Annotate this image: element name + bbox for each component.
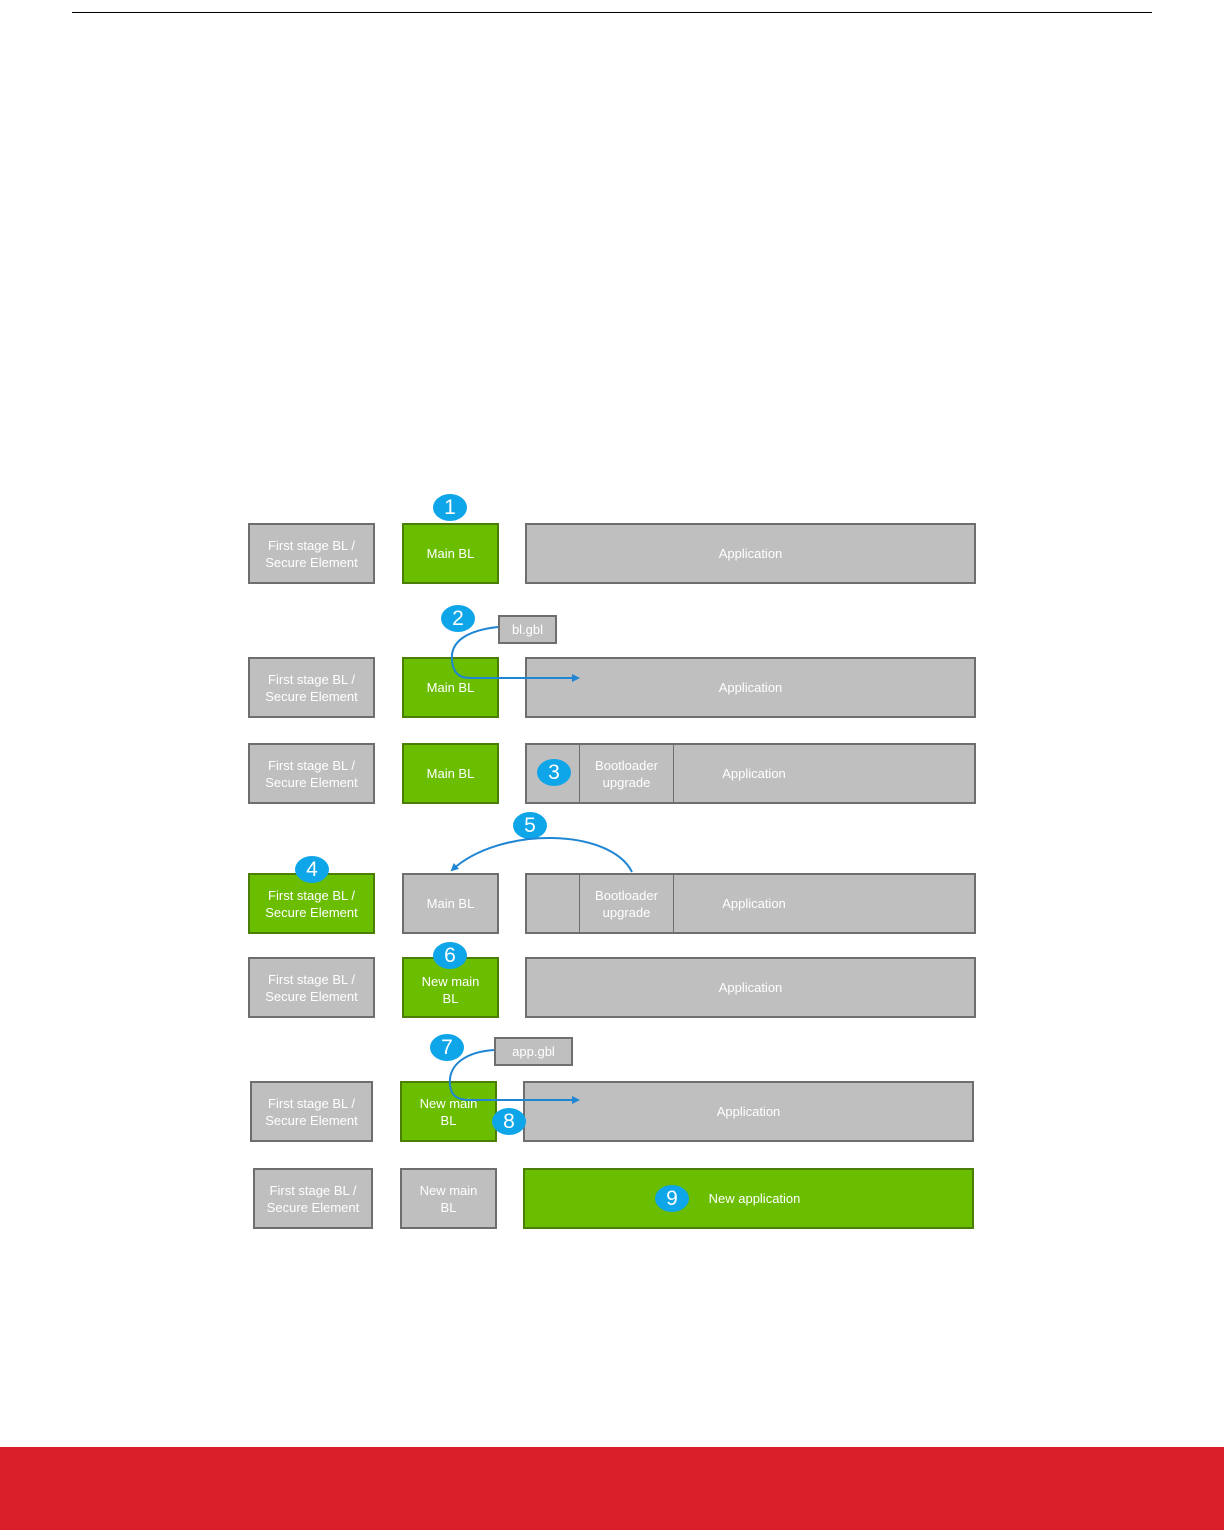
new-application-label: New application	[708, 1191, 801, 1206]
application-block: Application	[523, 1081, 974, 1142]
new-main-bl-block: New main BL	[400, 1081, 497, 1142]
main-bl-block: Main BL	[402, 873, 499, 934]
first-stage-bl-block: First stage BL / Secure Element	[248, 657, 375, 718]
top-rule	[72, 12, 1152, 13]
main-bl-block: Main BL	[402, 523, 499, 584]
step-badge-1: 1	[433, 494, 467, 521]
application-label: Application	[722, 896, 786, 911]
step-badge-4: 4	[295, 856, 329, 883]
bootloader-upgrade-region: Bootloader upgrade	[579, 875, 674, 932]
footer-bar	[0, 1447, 1224, 1530]
new-main-bl-block: New main BL	[400, 1168, 497, 1229]
first-stage-bl-block: First stage BL / Secure Element	[248, 957, 375, 1018]
main-bl-block: Main BL	[402, 743, 499, 804]
bl-gbl-file: bl.gbl	[498, 615, 557, 644]
main-bl-block: Main BL	[402, 657, 499, 718]
step-badge-2: 2	[441, 605, 475, 632]
application-block: Application	[525, 523, 976, 584]
first-stage-bl-block: First stage BL / Secure Element	[253, 1168, 373, 1229]
step-badge-5: 5	[513, 812, 547, 839]
bootloader-upgrade-region: Bootloader upgrade	[579, 745, 674, 802]
new-application-block: New application	[523, 1168, 974, 1229]
application-label: Application	[722, 766, 786, 781]
step-badge-6: 6	[433, 942, 467, 969]
step-badge-7: 7	[430, 1034, 464, 1061]
first-stage-bl-block: First stage BL / Secure Element	[248, 743, 375, 804]
step-badge-3: 3	[537, 759, 571, 786]
bootloader-copy-arrow	[450, 837, 633, 873]
application-block: Application	[525, 657, 976, 718]
application-block: Application	[525, 957, 976, 1018]
first-stage-bl-block: First stage BL / Secure Element	[248, 873, 375, 934]
first-stage-bl-block: First stage BL / Secure Element	[248, 523, 375, 584]
step-badge-8: 8	[492, 1108, 526, 1135]
first-stage-bl-block: First stage BL / Secure Element	[250, 1081, 373, 1142]
step-badge-9: 9	[655, 1185, 689, 1212]
app-gbl-file: app.gbl	[494, 1037, 573, 1066]
